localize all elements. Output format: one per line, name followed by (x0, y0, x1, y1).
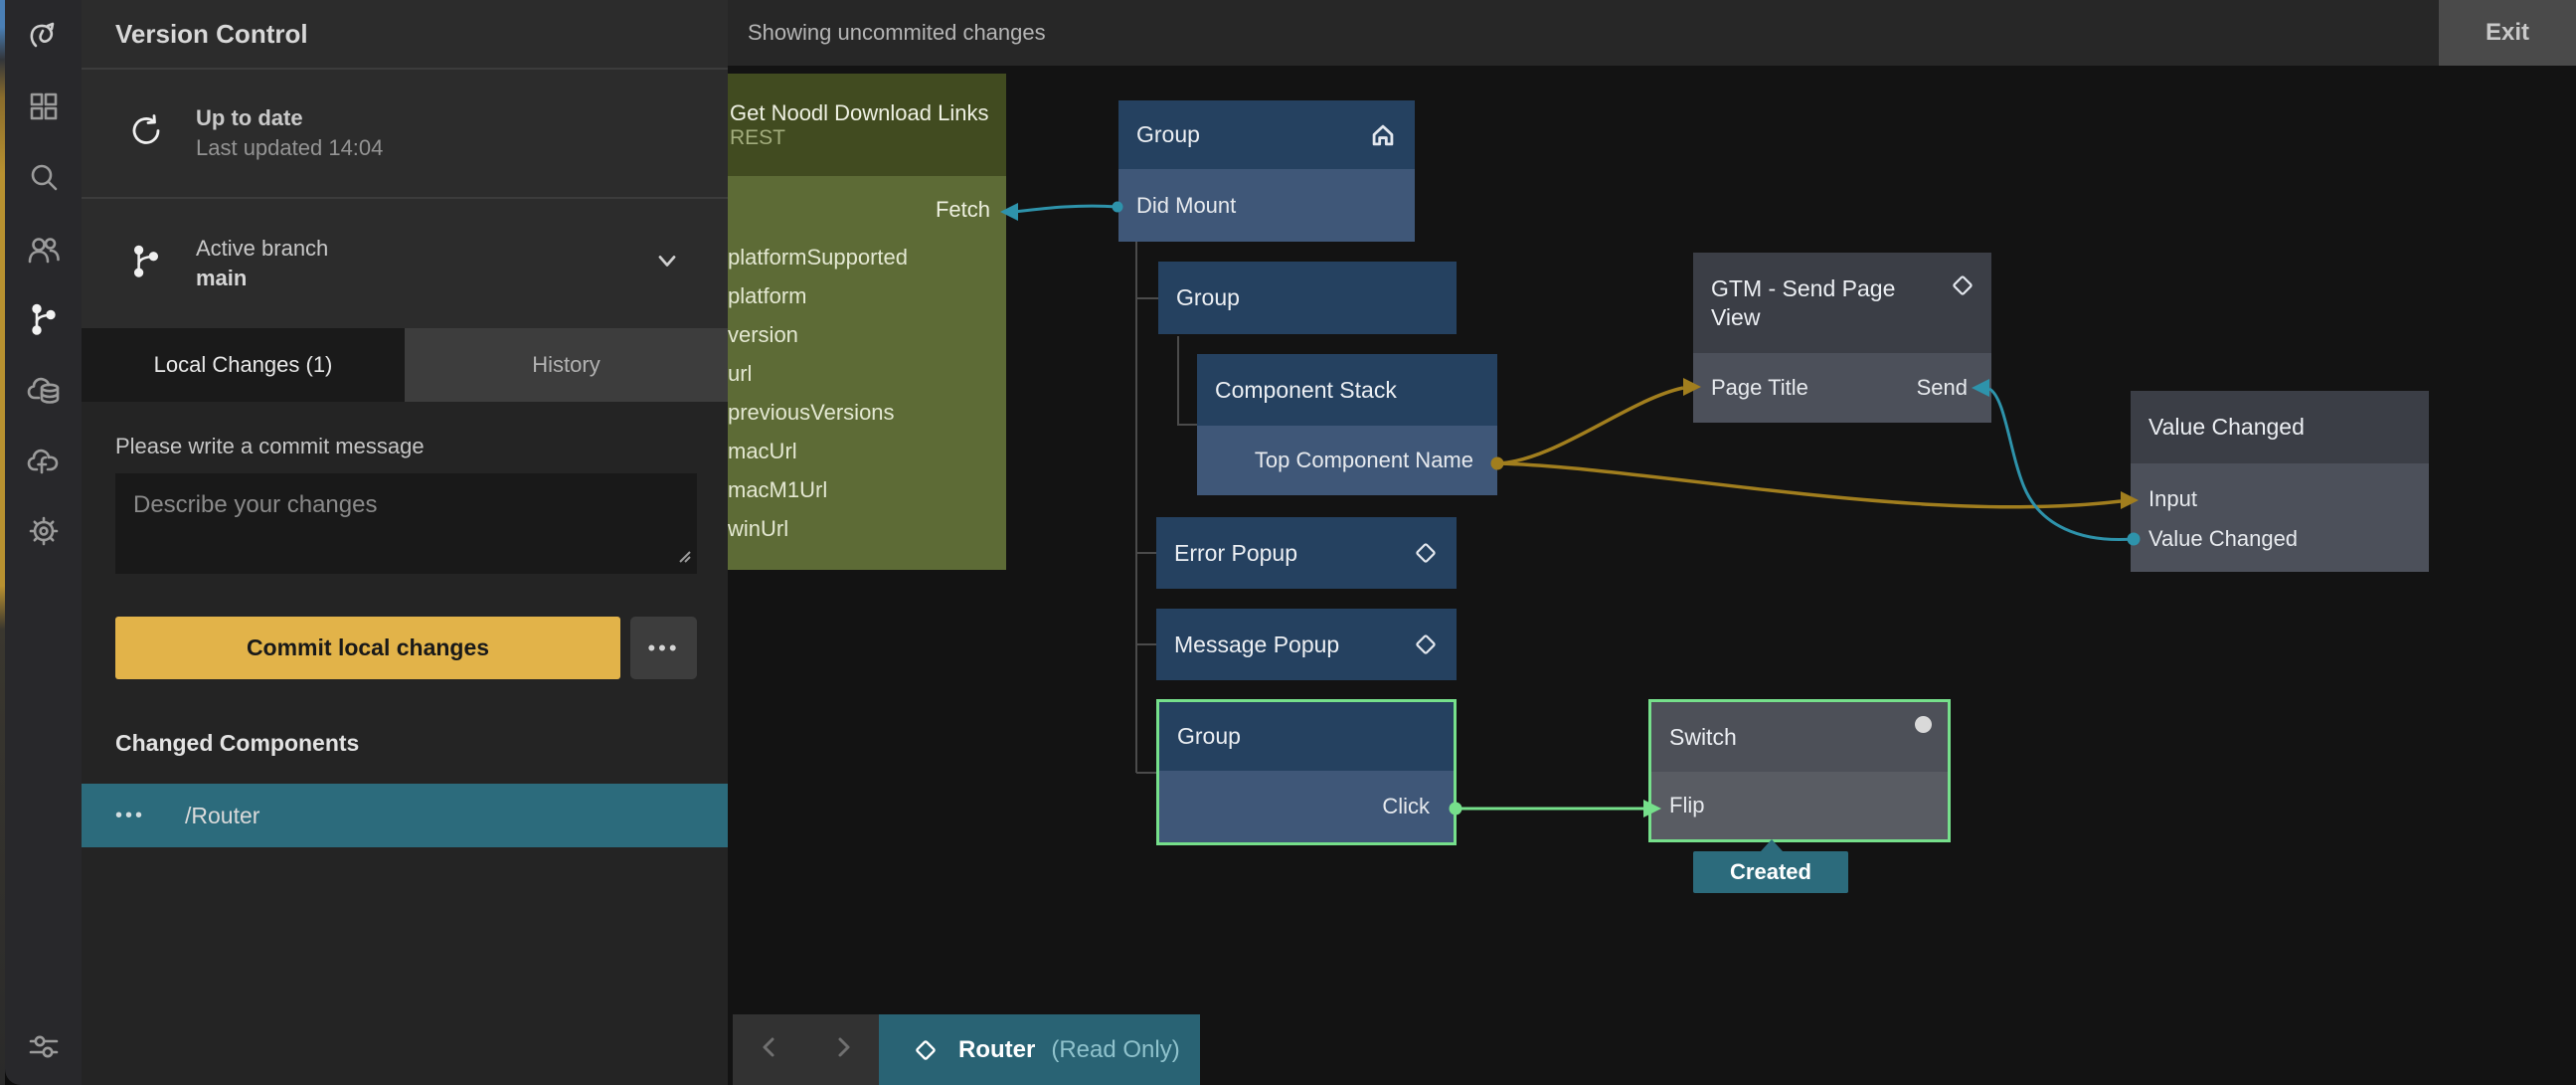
node-rest-get-noodl-download-links[interactable]: Get Noodl Download Links REST Fetch plat… (728, 74, 1006, 570)
filter-sliders-icon[interactable] (25, 1028, 63, 1066)
home-icon (1369, 121, 1397, 149)
resize-handle-icon[interactable] (675, 547, 693, 570)
router-component-tab[interactable]: Router (Read Only) (879, 1014, 1200, 1085)
node-title: Switch (1669, 723, 1737, 750)
tab-local-changes-label: Local Changes (1) (153, 352, 333, 377)
collaboration-users-icon[interactable] (25, 231, 63, 269)
node-title: Group (1136, 121, 1200, 147)
port-url[interactable]: url (728, 360, 753, 386)
port-macM1Url[interactable]: macM1Url (728, 476, 828, 502)
search-icon[interactable] (25, 158, 63, 196)
version-control-branch-icon[interactable] (25, 300, 63, 338)
sync-status-title: Up to date (196, 105, 303, 130)
panel-header: Version Control (82, 0, 728, 70)
tab-history[interactable]: History (405, 328, 728, 402)
version-control-panel: Version Control Up to date Last updated … (82, 0, 728, 1085)
port-flip[interactable]: Flip (1651, 772, 1948, 839)
noodl-logo-icon[interactable] (25, 17, 63, 55)
commit-more-options-button[interactable]: ••• (630, 617, 697, 679)
node-title: Value Changed (2148, 414, 2305, 440)
port-macUrl[interactable]: macUrl (728, 438, 797, 463)
port-previousVersions[interactable]: previousVersions (728, 399, 895, 425)
port-send[interactable]: Send (1916, 375, 1968, 400)
branch-name: main (196, 266, 248, 290)
refresh-icon[interactable] (127, 111, 167, 156)
port-platformSupported[interactable]: platformSupported (728, 244, 908, 270)
commit-local-changes-button[interactable]: Commit local changes (115, 617, 620, 679)
branch-icon (127, 243, 165, 285)
canvas-topbar: Showing uncommited changes Exit (728, 0, 2576, 66)
window-edge-gradient (0, 0, 5, 1085)
port-did-mount[interactable]: Did Mount (1118, 169, 1415, 242)
wire-valuechanged-to-send (1972, 379, 2141, 546)
settings-gear-icon[interactable] (25, 512, 63, 550)
node-title: Message Popup (1174, 631, 1340, 657)
component-nav-block (733, 1014, 879, 1085)
node-subtitle: REST (730, 125, 786, 149)
changed-components-heading: Changed Components (115, 730, 360, 756)
port-winUrl[interactable]: winUrl (728, 515, 789, 541)
changed-component-row[interactable]: ••• /Router (82, 784, 728, 847)
commit-message-prompt: Please write a commit message (115, 434, 425, 458)
changed-component-name: /Router (185, 802, 260, 828)
port-top-component-name[interactable]: Top Component Name (1197, 426, 1497, 495)
wire-didmount-to-fetch (1000, 201, 1123, 221)
port-value-changed[interactable]: Value Changed (2131, 519, 2429, 572)
node-switch[interactable]: Switch Flip (1648, 699, 1951, 842)
cloud-services-icon[interactable] (25, 371, 63, 409)
cloud-functions-icon[interactable] (25, 442, 63, 479)
sync-status-section: Up to date Last updated 14:04 (82, 70, 728, 199)
node-title: Component Stack (1215, 376, 1397, 403)
rest-output-ports: platformSupported platform version url previ… (728, 238, 1006, 548)
tab-history-label: History (532, 352, 601, 377)
port-fetch[interactable]: Fetch (935, 197, 990, 222)
chevron-left-icon[interactable] (757, 1034, 782, 1065)
components-grid-icon[interactable] (25, 88, 63, 125)
wire-topcomponent-to-input (1490, 456, 2139, 509)
sync-status-subtitle: Last updated 14:04 (196, 135, 384, 160)
node-title: Get Noodl Download Links (730, 99, 989, 125)
node-gtm-send-page-view[interactable]: GTM - Send Page View Page Title Send (1693, 253, 1991, 423)
branch-label: Active branch (196, 236, 329, 261)
component-diamond-icon (1411, 538, 1441, 568)
node-group-child[interactable]: Group (1158, 262, 1457, 334)
port-platform[interactable]: platform (728, 282, 807, 308)
node-group-selected[interactable]: Group Click (1156, 699, 1457, 845)
exit-button[interactable]: Exit (2439, 0, 2576, 66)
uncommitted-changes-status: Showing uncommited changes (748, 20, 1046, 45)
commit-message-input[interactable] (115, 473, 697, 574)
node-message-popup[interactable]: Message Popup (1156, 609, 1457, 680)
router-tab-label: Router (958, 1035, 1036, 1063)
tab-local-changes[interactable]: Local Changes (1) (82, 328, 405, 402)
read-only-badge: (Read Only) (1051, 1035, 1180, 1063)
node-title: Error Popup (1174, 539, 1298, 566)
node-graph-canvas[interactable]: Get Noodl Download Links REST Fetch plat… (728, 66, 2576, 1085)
chevron-down-icon (652, 247, 682, 281)
node-title: Group (1176, 284, 1240, 310)
chevron-right-icon[interactable] (830, 1034, 856, 1065)
node-error-popup[interactable]: Error Popup (1156, 517, 1457, 589)
commit-message-box (115, 473, 697, 574)
component-diamond-icon (916, 1039, 936, 1060)
switch-state-indicator (1915, 716, 1932, 733)
port-version[interactable]: version (728, 321, 798, 347)
port-click[interactable]: Click (1159, 771, 1454, 842)
port-input[interactable]: Input (2131, 463, 2429, 519)
node-component-stack[interactable]: Component Stack Top Component Name (1197, 354, 1497, 495)
node-title: GTM - Send Page View (1711, 274, 1896, 330)
active-branch-selector[interactable]: Active branch main (82, 199, 728, 328)
created-status-badge: Created (1693, 839, 1848, 893)
icon-sidebar (5, 0, 84, 1085)
row-more-options-icon[interactable]: ••• (115, 804, 146, 826)
wire-click-to-flip (1449, 800, 1661, 817)
port-page-title[interactable]: Page Title (1711, 375, 1808, 400)
panel-title: Version Control (115, 18, 308, 49)
node-group-home[interactable]: Group Did Mount (1118, 100, 1415, 242)
component-diamond-icon (1411, 630, 1441, 659)
wire-topcomponent-to-pagetitle (1496, 378, 1701, 465)
component-diamond-icon (1948, 271, 1977, 305)
node-title: Group (1177, 723, 1241, 749)
node-value-changed[interactable]: Value Changed Input Value Changed (2131, 391, 2429, 572)
